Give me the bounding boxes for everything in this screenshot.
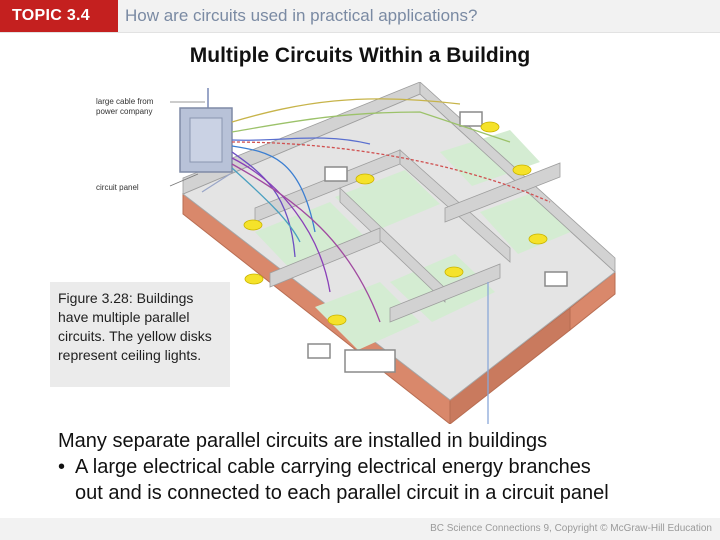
topic-label: TOPIC 3.4 [0,0,118,32]
bullet-item: • A large electrical cable carrying elec… [58,454,698,480]
building-circuit-illustration [169,82,616,424]
slide-title: Multiple Circuits Within a Building [189,44,531,67]
interior-walls [182,82,616,323]
body-intro: Many separate parallel circuits are inst… [58,430,548,452]
copyright-text: BC Science Connections 9, Copyright © Mc… [430,523,712,534]
windows [307,111,568,359]
footer: BC Science Connections 9, Copyright © Mc… [0,518,720,540]
callout-line [169,173,199,187]
circuit-panel-door [189,117,223,163]
callout-cable-label: large cable from power company [96,97,154,116]
ceiling-lights [243,121,548,326]
body-text: Many separate parallel circuits are inst… [58,428,698,506]
circuit-wires [201,98,551,424]
figure-caption-box: Figure 3.28: Buildings have multiple par… [50,282,230,387]
bullet-marker: • [58,456,66,478]
room-floor [315,282,420,350]
figure-caption: Figure 3.28: Buildings have multiple par… [58,290,212,363]
callout-panel-label: circuit panel [96,183,139,192]
topic-header: TOPIC 3.4 How are circuits used in pract… [0,0,720,33]
window [344,349,396,373]
topic-question: How are circuits used in practical appli… [125,6,478,25]
bullet-line-2: out and is connected to each parallel ci… [75,482,609,504]
bullet-line-1: A large electrical cable carrying electr… [75,456,591,478]
